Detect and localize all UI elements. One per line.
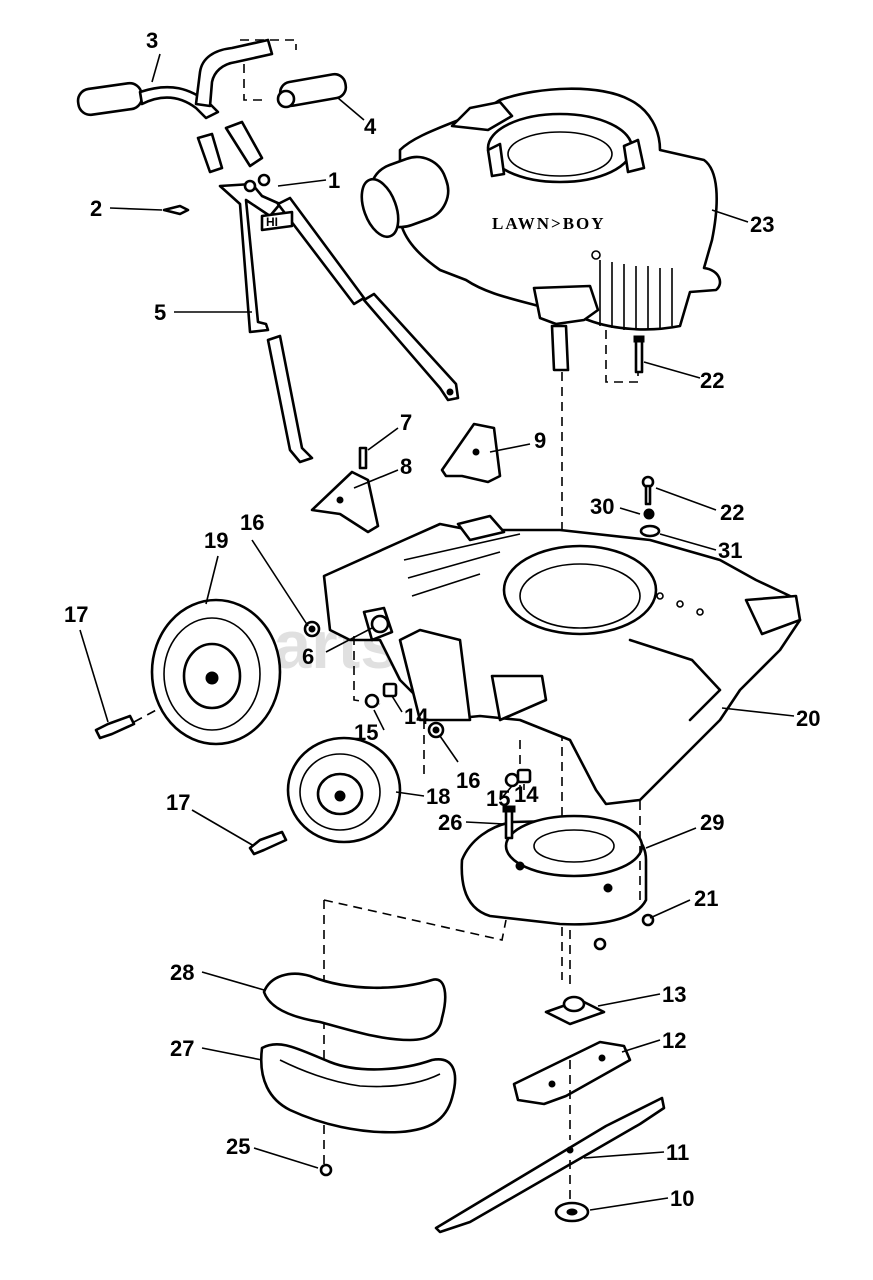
callout-22-lower: 22	[720, 500, 744, 525]
debris-cup-27	[259, 1043, 457, 1134]
wheel-19	[150, 598, 282, 746]
baffle-29	[460, 814, 648, 926]
handle-hi-marking: HI	[266, 215, 278, 229]
callout-8: 8	[400, 454, 412, 479]
callout-12: 12	[662, 1028, 686, 1053]
leader-lines	[79, 53, 795, 1211]
upper-handle	[76, 38, 274, 120]
callout-19: 19	[204, 528, 228, 553]
wheel-18	[286, 736, 402, 844]
nut-16-lower	[427, 721, 445, 739]
washer-30	[643, 508, 655, 520]
handle-grip	[276, 72, 348, 109]
bolt-22-lower	[641, 475, 655, 506]
blade-stiffener-12	[512, 1040, 632, 1106]
blade-adapter-13	[544, 995, 606, 1026]
callout-17-upper: 17	[64, 602, 88, 627]
handle-dashed-guide	[240, 39, 297, 101]
callout-15-left: 15	[354, 720, 378, 745]
wheel19-axle-guide	[133, 707, 161, 723]
callout-11: 11	[666, 1140, 689, 1165]
nut-25	[319, 1163, 333, 1177]
callout-14-right: 14	[514, 782, 539, 807]
engine-brand-stamp: LAWN>BOY	[492, 214, 606, 233]
callout-4: 4	[364, 114, 377, 139]
bolt-26	[502, 805, 516, 840]
callout-15-right: 15	[486, 786, 510, 811]
axle-bolt-17-lower	[248, 830, 288, 856]
gasket-28	[262, 972, 447, 1042]
engine-dashed-guide	[605, 330, 639, 383]
bolt-22-upper	[633, 335, 645, 374]
callout-14-left: 14	[404, 704, 429, 729]
callout-31: 31	[718, 538, 742, 563]
callout-23: 23	[750, 212, 774, 237]
mower-deck	[322, 514, 802, 806]
bracket-8	[310, 470, 380, 534]
callout-16-upper: 16	[240, 510, 264, 535]
bolt-14-right	[516, 768, 532, 784]
callout-30: 30	[590, 494, 614, 519]
callout-3: 3	[146, 28, 158, 53]
callout-28: 28	[170, 960, 194, 985]
callout-26: 26	[438, 810, 462, 835]
callout-13: 13	[662, 982, 686, 1007]
callout-25: 25	[226, 1134, 250, 1159]
callout-16-lower: 16	[456, 768, 480, 793]
callout-21: 21	[694, 886, 718, 911]
callout-27: 27	[170, 1036, 194, 1061]
callout-29: 29	[700, 810, 724, 835]
callout-22-upper: 22	[700, 368, 724, 393]
callout-17-lower: 17	[166, 790, 190, 815]
lower-handle: HI	[196, 120, 460, 464]
callout-1: 1	[328, 168, 340, 193]
bracket-9	[440, 422, 502, 484]
nut-15-left	[364, 693, 380, 709]
callout-18: 18	[426, 784, 450, 809]
bolt-2	[162, 204, 190, 216]
bolt-14-left	[382, 682, 398, 698]
callout-2: 2	[90, 196, 102, 221]
washer-31	[639, 524, 661, 538]
callout-9: 9	[534, 428, 546, 453]
engine: LAWN>BOY	[360, 87, 722, 372]
axle-bolt-17-upper	[94, 714, 136, 740]
baffle-dashed-guides	[323, 800, 641, 1170]
callout-20: 20	[796, 706, 820, 731]
callout-6: 6	[302, 644, 314, 669]
blade-bolt-10	[554, 1201, 590, 1223]
callout-7: 7	[400, 410, 412, 435]
nut-6	[370, 614, 390, 634]
callout-labels: 1 2 3 4 5 6 7 8 9 10 11 12 13 14 14 15 1…	[64, 28, 820, 1211]
callout-10: 10	[670, 1186, 694, 1211]
bolt-7	[358, 446, 368, 470]
blade-11	[434, 1096, 666, 1234]
callout-5: 5	[154, 300, 166, 325]
